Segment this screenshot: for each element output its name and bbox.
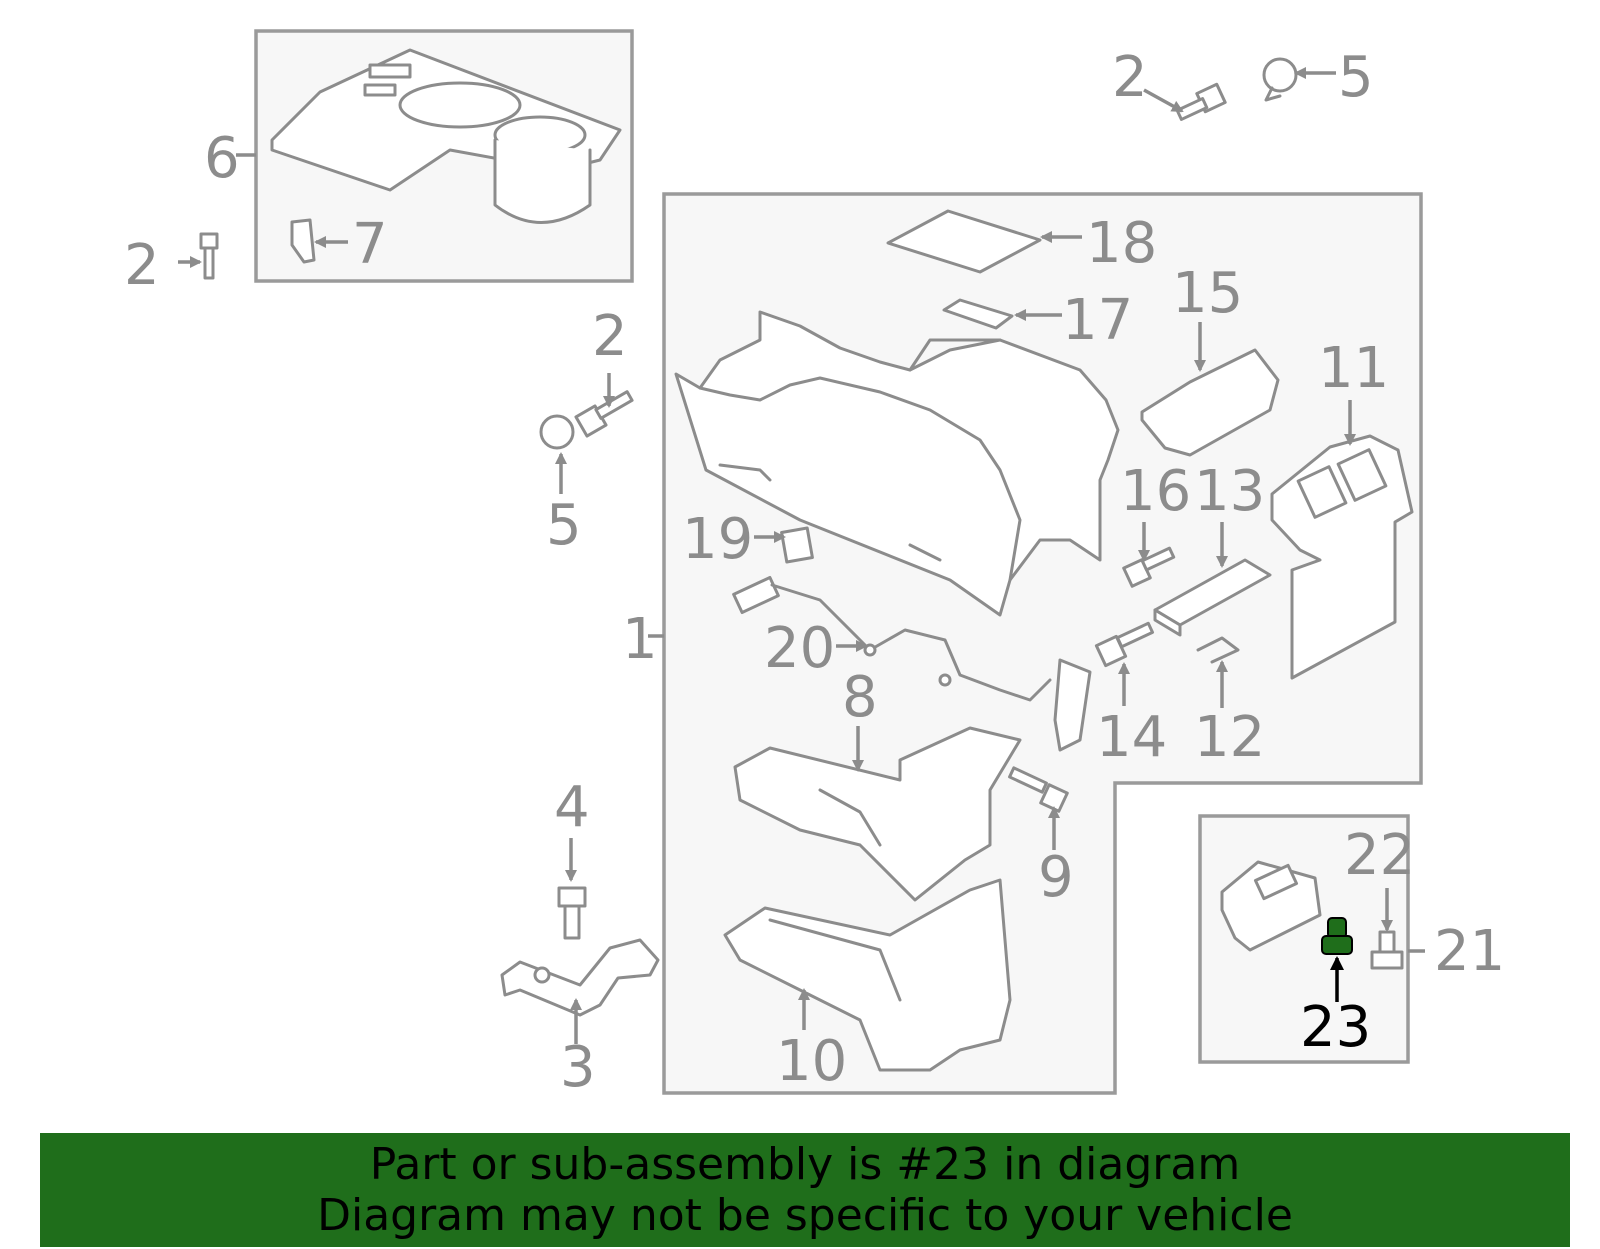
leader-lines [178, 67, 1425, 1044]
callout-15: 15 [1172, 261, 1243, 326]
part-10-lower-trim[interactable] [723, 878, 1012, 1072]
callout-20: 20 [764, 616, 835, 681]
part-11-rear-panel[interactable] [1270, 434, 1414, 680]
banner-line-2: Diagram may not be specific to your vehi… [317, 1190, 1293, 1241]
callout-13: 13 [1194, 459, 1265, 524]
callout-7: 7 [352, 212, 388, 277]
part-2-bolt-c[interactable] [574, 390, 634, 438]
callout-4: 4 [554, 775, 590, 840]
part-19-label[interactable] [780, 526, 814, 564]
callout-5-b: 5 [546, 493, 582, 558]
callout-1: 1 [622, 607, 658, 672]
part-8-tray[interactable] [733, 726, 1022, 902]
callout-11: 11 [1318, 336, 1389, 401]
callout-2-b: 2 [1112, 45, 1148, 110]
callout-2-a: 2 [124, 233, 160, 298]
callout-5-a: 5 [1338, 45, 1374, 110]
part-21-switch[interactable] [1220, 860, 1322, 952]
part-16-bolt[interactable] [1122, 546, 1176, 588]
part-3-bracket[interactable] [500, 938, 660, 1017]
part-15-lid[interactable] [1140, 348, 1280, 457]
info-banner: Part or sub-assembly is #23 in diagram D… [40, 1133, 1570, 1247]
part-12-clip[interactable] [1196, 636, 1240, 664]
callout-17: 17 [1062, 288, 1133, 353]
part-2-bolt-b[interactable] [1175, 82, 1227, 121]
callout-10: 10 [776, 1029, 847, 1094]
part-5-clip-b[interactable] [539, 414, 575, 450]
callout-3: 3 [560, 1035, 596, 1100]
callout-19: 19 [682, 507, 753, 572]
part-5-clip-a[interactable] [1262, 57, 1298, 102]
part-20-wire-harness[interactable] [732, 575, 1092, 752]
part-14-bolt[interactable] [1094, 621, 1155, 668]
callout-2-c: 2 [592, 304, 628, 369]
callout-22: 22 [1344, 823, 1415, 888]
part-17-mat[interactable] [942, 298, 1014, 330]
callout-23: 23 [1300, 995, 1371, 1060]
part-23-highlighted[interactable] [1321, 917, 1353, 955]
part-2-bolt-a[interactable] [199, 232, 219, 280]
callout-6: 6 [204, 126, 240, 191]
part-7-clip[interactable] [290, 218, 316, 264]
callout-16: 16 [1120, 459, 1191, 524]
banner-line-1: Part or sub-assembly is #23 in diagram [369, 1139, 1241, 1190]
part-13-bracket[interactable] [1153, 558, 1272, 637]
part-1-console[interactable] [674, 310, 1120, 617]
callout-14: 14 [1096, 705, 1167, 770]
callout-8: 8 [842, 665, 878, 730]
part-6-cup-holder-trim[interactable] [270, 48, 622, 224]
callout-18: 18 [1086, 211, 1157, 276]
callout-21: 21 [1434, 919, 1505, 984]
part-22-bulb[interactable] [1370, 930, 1404, 970]
callout-9: 9 [1038, 845, 1074, 910]
callout-12: 12 [1194, 705, 1265, 770]
part-4-bolt[interactable] [557, 886, 587, 940]
